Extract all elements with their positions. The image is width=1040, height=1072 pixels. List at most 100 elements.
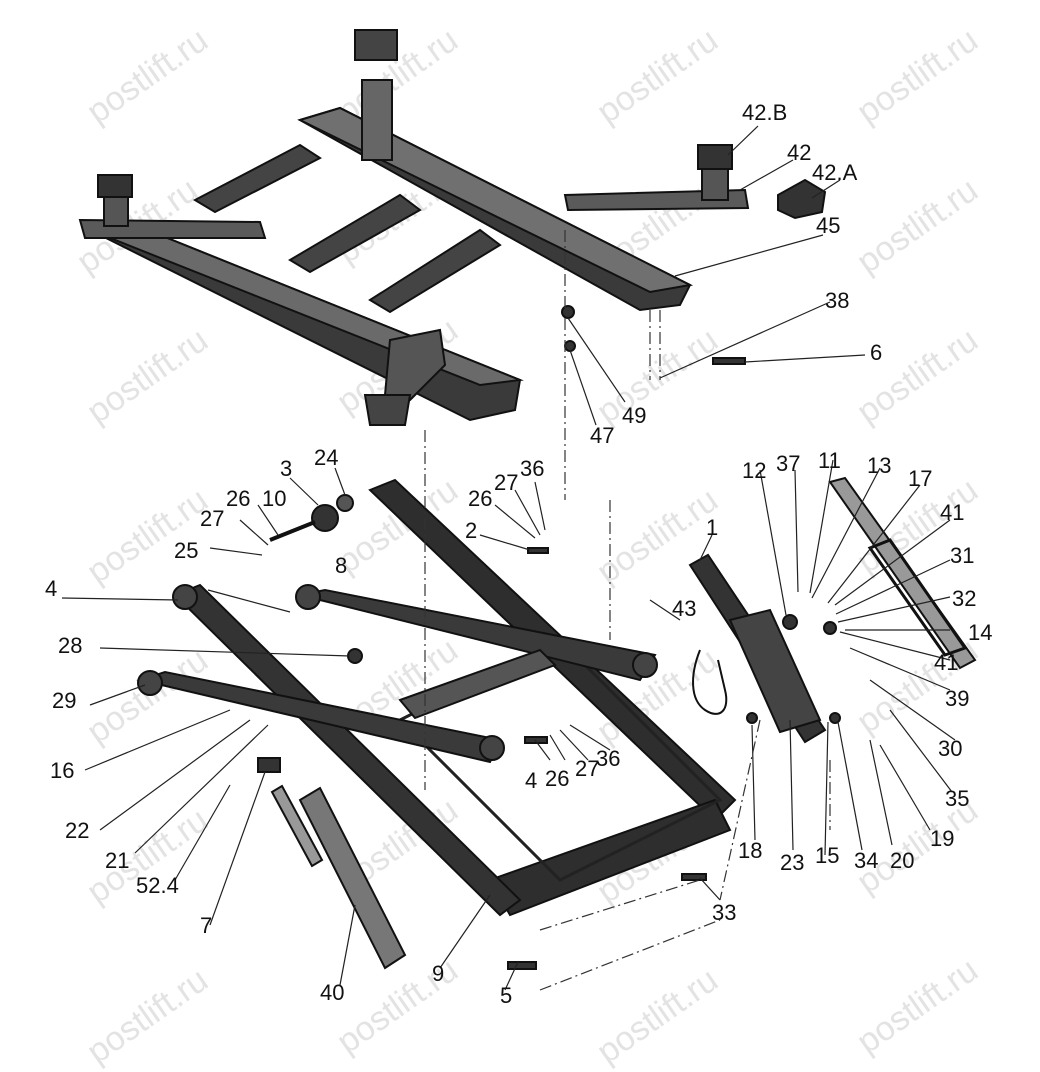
part-label: 10 — [262, 486, 287, 511]
part-label: 12 — [742, 458, 767, 483]
part-label: 27 — [200, 506, 225, 531]
pad-adapter — [777, 178, 827, 220]
rear-pad — [354, 29, 398, 61]
bolt — [269, 520, 316, 542]
latch-washer — [823, 621, 837, 635]
latch-frame-2 — [867, 538, 968, 657]
base-frame-bottom — [488, 798, 732, 917]
washer-49 — [561, 305, 575, 319]
alignment-lines — [424, 230, 831, 991]
part-label: 32 — [952, 586, 977, 611]
part-label: 49 — [622, 403, 647, 428]
part-label: 26 — [545, 766, 570, 791]
part-label: 45 — [816, 213, 841, 238]
latch-block — [728, 608, 822, 734]
pivot-pin-8 — [295, 584, 321, 610]
part-label: 34 — [854, 848, 879, 873]
part-label: 3 — [280, 456, 293, 481]
part-label: 15 — [815, 843, 840, 868]
part-label: 35 — [945, 786, 970, 811]
part-label: 40 — [320, 980, 345, 1005]
fitting — [257, 757, 281, 773]
part-label: 42.A — [812, 160, 858, 185]
part-label: 2 — [465, 518, 478, 543]
pin-4b — [524, 736, 548, 744]
part-label: 27 — [494, 470, 519, 495]
part-label: 22 — [65, 818, 90, 843]
part-label: 26 — [226, 486, 251, 511]
cross-beam — [398, 648, 557, 720]
part-label: 11 — [818, 448, 841, 473]
part-label: 21 — [105, 848, 130, 873]
part-label: 7 — [200, 913, 213, 938]
latch-pivot — [782, 614, 798, 630]
part-label: 42 — [787, 140, 812, 165]
front-bracket — [383, 328, 447, 402]
part-label: 23 — [780, 850, 805, 875]
bolt-5 — [507, 961, 537, 970]
part-label: 39 — [945, 686, 970, 711]
part-label: 24 — [314, 445, 339, 470]
part-label: 25 — [174, 538, 199, 563]
top-platform — [78, 29, 827, 426]
part-label: 13 — [867, 453, 892, 478]
part-label: 18 — [738, 838, 763, 863]
rear-post — [361, 79, 393, 161]
part-label: 4 — [525, 768, 538, 793]
pivot-pin-end-b — [479, 735, 505, 761]
part-label: 16 — [50, 758, 75, 783]
right-pad — [697, 144, 733, 170]
part-label: 4 — [45, 576, 58, 601]
part-label: 26 — [468, 486, 493, 511]
part-label: 30 — [938, 736, 963, 761]
part-label: 36 — [596, 746, 621, 771]
part-label: 36 — [520, 456, 545, 481]
roller — [311, 504, 339, 532]
part-label: 43 — [672, 596, 697, 621]
part-label: 33 — [712, 900, 737, 925]
part-label: 28 — [58, 633, 83, 658]
part-label: 8 — [335, 553, 348, 578]
hydraulic-cylinder — [298, 786, 407, 970]
bolt-33 — [681, 873, 707, 881]
base-assembly — [136, 478, 737, 970]
part-label: 42.B — [742, 100, 788, 125]
part-label: 5 — [500, 983, 513, 1008]
small-parts — [347, 305, 841, 970]
pivot-pin-4 — [172, 584, 198, 610]
front-foot — [363, 394, 412, 426]
scissor-arm-upper — [299, 588, 657, 682]
part-label: 31 — [950, 543, 975, 568]
part-label: 41 — [940, 500, 965, 525]
part-label: 6 — [870, 340, 883, 365]
right-rail-top — [297, 106, 694, 294]
washer-28 — [347, 648, 363, 664]
cylinder-rod — [270, 784, 324, 868]
pivot-pin-end-a — [632, 652, 658, 678]
part-18 — [746, 712, 758, 724]
hose-43 — [692, 649, 728, 715]
part-label: 20 — [890, 848, 915, 873]
part-label: 37 — [776, 451, 801, 476]
part-label: 19 — [930, 826, 955, 851]
part-label: 29 — [52, 688, 77, 713]
cross-member-1 — [192, 143, 322, 214]
part-label: 52.4 — [136, 873, 179, 898]
leader-lines — [61, 125, 956, 991]
part-label: 9 — [432, 961, 445, 986]
pin-2 — [527, 547, 549, 554]
part-label: 1 — [706, 515, 719, 540]
washer-47 — [564, 340, 576, 352]
part-label: 17 — [908, 466, 933, 491]
part-label: 27 — [575, 756, 600, 781]
latch-frame — [828, 476, 977, 670]
pin-6 — [712, 357, 746, 365]
left-pad — [97, 174, 133, 198]
part-label: 47 — [590, 423, 615, 448]
roller-washer — [336, 494, 354, 512]
part-label: 14 — [968, 620, 993, 645]
cross-member-2 — [288, 193, 422, 274]
part-label: 38 — [825, 288, 850, 313]
